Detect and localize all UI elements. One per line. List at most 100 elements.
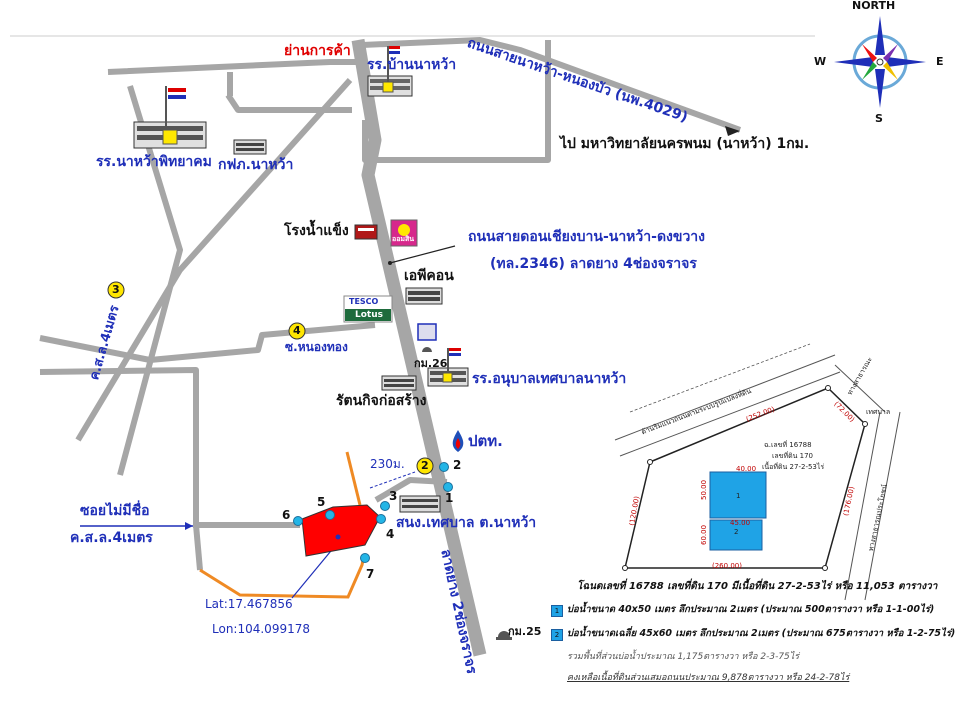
building-icons xyxy=(133,46,512,640)
tesco-logo-text: TESCO xyxy=(349,297,379,306)
point-7-label: 7 xyxy=(366,567,375,581)
plan-deed-line-1: ฉ.เลขที่ 16788 xyxy=(764,441,812,449)
road-north-loop xyxy=(362,40,551,163)
point-3-label: 3 xyxy=(389,489,398,503)
point-5-marker[interactable] xyxy=(325,510,335,520)
point-7-marker[interactable] xyxy=(360,553,370,563)
marker-3-circle[interactable] xyxy=(107,281,125,299)
gsb-logo-text: ออมสิน xyxy=(392,235,415,243)
rattana-building-icon xyxy=(381,375,417,391)
highway-leader-line xyxy=(389,245,456,264)
pond-2-dim-side: 60.00 xyxy=(700,524,708,545)
legend-1-swatch: 1 xyxy=(551,605,563,617)
pond-2-number: 2 xyxy=(734,528,739,536)
km25-post-icon xyxy=(496,631,512,640)
point-1-marker[interactable] xyxy=(443,482,453,492)
pea-nawa-label: กฟภ.นาหว้า xyxy=(218,157,294,173)
plan-right-side-line xyxy=(844,411,881,601)
lotus-logo-text: Lotus xyxy=(355,310,383,320)
km26-post-icon xyxy=(417,323,437,352)
plan-top-road-line2 xyxy=(619,371,841,457)
main-highway xyxy=(351,38,487,657)
cadastral-plan xyxy=(614,343,901,601)
point-4-label: 4 xyxy=(386,527,395,541)
plan-top-road-line xyxy=(614,354,836,441)
pond-1-dim-top: 40.00 xyxy=(736,465,757,473)
point-5-label: 5 xyxy=(317,495,326,509)
marker-2-number: 2 xyxy=(421,459,429,472)
school-nawa-phitthayakhom-label: รร.นาหว้าพิทยาคม xyxy=(96,154,212,170)
gsb-bank-logo xyxy=(390,219,418,247)
main-road-name-label: ถนนสายดอนเชียงบาน-นาหว้า-ดงขวาง xyxy=(468,229,706,245)
plan-pond-2[interactable] xyxy=(709,519,763,551)
soi-width-label: ค.ส.ล.4เมตร xyxy=(70,530,153,546)
distance-label: 230ม. xyxy=(370,457,405,471)
plan-right-side-line2 xyxy=(864,411,901,601)
kindergarten-label: รร.อนุบาลเทศบาลนาหว้า xyxy=(472,371,627,387)
road-top-west xyxy=(107,59,358,75)
compass-east-label: E xyxy=(936,55,944,68)
plan-pond-1[interactable] xyxy=(709,471,767,519)
marker-4-number: 4 xyxy=(293,324,301,337)
ptt-label: ปตท. xyxy=(468,432,503,450)
rattana-label: รัตนกิจก่อสร้าง xyxy=(336,393,427,409)
municipality-office-icon xyxy=(399,495,441,513)
school-nawa-phitthayakhom-icon xyxy=(133,86,207,149)
plan-right-road-label-2: เทศบาล xyxy=(866,408,891,416)
point-4-marker[interactable] xyxy=(376,514,386,524)
road-south-spur xyxy=(193,524,203,571)
plot-center-dot xyxy=(335,534,341,540)
market-area-label: ย่านการค้า xyxy=(284,43,351,59)
distance-line xyxy=(369,471,416,489)
point-2-label: 2 xyxy=(453,458,462,472)
road-diagonal-west xyxy=(75,77,353,442)
km25-label: กม.25 xyxy=(508,625,542,638)
land-plot[interactable] xyxy=(301,504,381,557)
plan-deed-line-3: เนื้อที่ดิน 27-2-53ไร่ xyxy=(762,463,825,471)
road-nawa-nongbua xyxy=(361,37,742,133)
plan-dimension-arrow xyxy=(629,343,811,413)
point-2-marker[interactable] xyxy=(439,462,449,472)
soi-arrow-head xyxy=(185,522,193,530)
plan-remaining-text: คงเหลือเนื้อที่ดินส่วนเสมอถนนประมาณ 9,87… xyxy=(567,673,850,683)
legend-2-text: บ่อน้ำขนาดเฉลี่ย 45x60 เมตร ลึกประมาณ 2เ… xyxy=(567,628,956,639)
plan-deed-line-2: เลขที่ดิน 170 xyxy=(772,452,813,460)
point-6-marker[interactable] xyxy=(293,516,303,526)
marker-4-circle[interactable] xyxy=(288,322,306,340)
plan-summary-text: โฉนดเลขที่ 16788 เลขที่ดิน 170 มีเนื้อที… xyxy=(577,581,938,592)
compass-rose xyxy=(834,16,926,108)
legend-2-swatch: 2 xyxy=(551,629,563,641)
school-ban-nawa-label: รร.บ้านนาหว้า xyxy=(367,57,457,73)
highway-leader-dot xyxy=(388,261,392,265)
school-ban-nawa-icon xyxy=(367,46,413,97)
compass-south-label: S xyxy=(875,112,883,125)
soi-no-name-label: ซอยไม่มีชื่อ xyxy=(80,503,150,519)
latitude-label: Lat:17.467856 xyxy=(205,597,293,611)
pond-1-dim-side: 50.00 xyxy=(700,479,708,500)
marker-2-circle[interactable] xyxy=(416,457,434,475)
ice-factory-label: โรงน้ำแข็ง xyxy=(284,223,349,239)
soi-4-label: ซ.หนองทอง xyxy=(285,340,348,354)
orange-road-south xyxy=(199,554,366,599)
ptt-logo-icon xyxy=(452,430,464,452)
road-market-loop xyxy=(225,93,352,113)
compass-north-label: NORTH xyxy=(852,0,896,12)
main-road-spec-label: (ทล.2346) ลาดยาง 4ช่องจราจร xyxy=(490,256,697,272)
tesco-lotus-logo xyxy=(343,295,393,323)
compass-west-label: W xyxy=(814,55,827,68)
to-university-label: ไป มหาวิทยาลัยนครพนม (นาหว้า) 1กม. xyxy=(560,136,810,152)
kindergarten-icon xyxy=(427,348,469,387)
point-3-marker[interactable] xyxy=(380,501,390,511)
point-6-label: 6 xyxy=(282,508,291,522)
plan-total-pond-text: รวมพื้นที่ส่วนบ่อน้ำประมาณ 1,175ตารางวา … xyxy=(567,652,800,662)
road-west-branch xyxy=(39,367,199,525)
marker-3-number: 3 xyxy=(112,283,120,296)
road-network xyxy=(39,37,742,571)
plan-right-road-line xyxy=(834,364,886,413)
university-arrow-head xyxy=(725,126,740,136)
pond-2-dim-top: 45.00 xyxy=(730,519,751,527)
apcon-label: เอพีคอน xyxy=(404,268,454,284)
apcon-building-icon xyxy=(405,287,443,305)
municipality-office-label: สนง.เทศบาล ต.นาหว้า xyxy=(396,515,537,531)
